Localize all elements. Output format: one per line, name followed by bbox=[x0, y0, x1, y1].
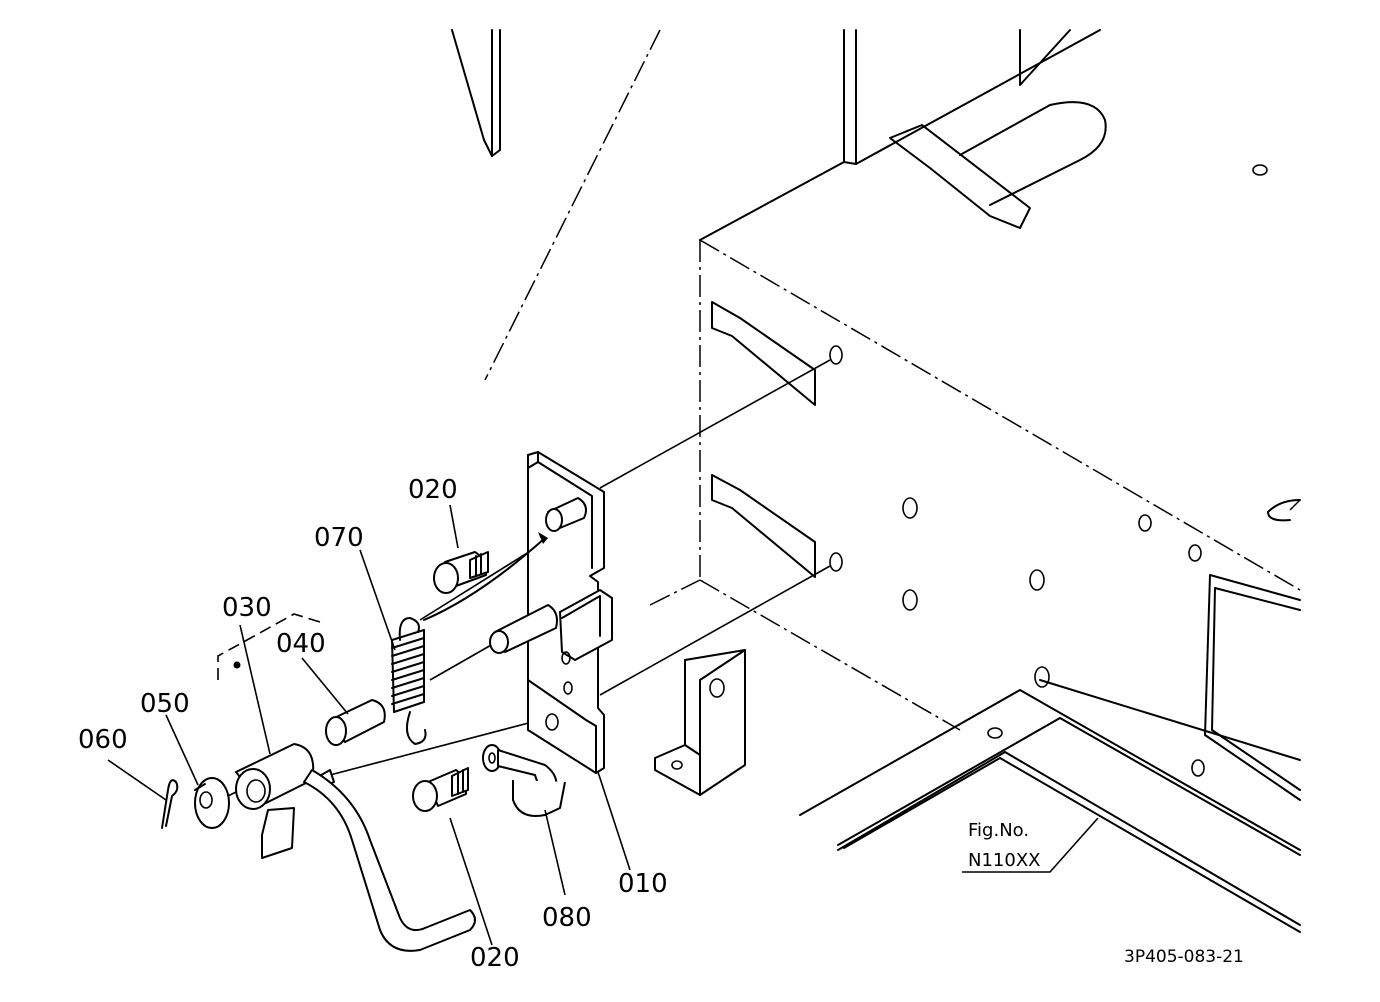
drawing-code: 3P405-083-21 bbox=[1124, 947, 1244, 967]
clamp-080 bbox=[482, 744, 566, 817]
collar-040 bbox=[325, 699, 386, 746]
spring-070 bbox=[391, 532, 548, 745]
callout-010: 010 bbox=[618, 869, 668, 899]
group-bracket-030 bbox=[217, 613, 321, 680]
callout-040: 040 bbox=[276, 629, 326, 659]
callout-060: 060 bbox=[78, 725, 128, 755]
figure-ref-line2: N110XX bbox=[968, 850, 1040, 871]
plate-010 bbox=[489, 451, 613, 774]
washer-050 bbox=[194, 777, 230, 829]
assembly-lines bbox=[219, 359, 831, 801]
leader-lines bbox=[107, 504, 1099, 946]
cotter-pin-060 bbox=[161, 779, 179, 829]
bolt-020-bottom bbox=[412, 767, 469, 812]
callout-080: 080 bbox=[542, 903, 592, 933]
machine-frame bbox=[451, 29, 1301, 933]
callout-020-top: 020 bbox=[408, 475, 458, 505]
figure-ref-line1: Fig.No. bbox=[968, 820, 1029, 841]
lever-030 bbox=[235, 743, 476, 952]
callout-020-bottom: 020 bbox=[470, 943, 520, 973]
bolt-020-top bbox=[433, 551, 489, 594]
callout-030: 030 bbox=[222, 593, 272, 623]
callout-050: 050 bbox=[140, 689, 190, 719]
callout-070: 070 bbox=[314, 523, 364, 553]
